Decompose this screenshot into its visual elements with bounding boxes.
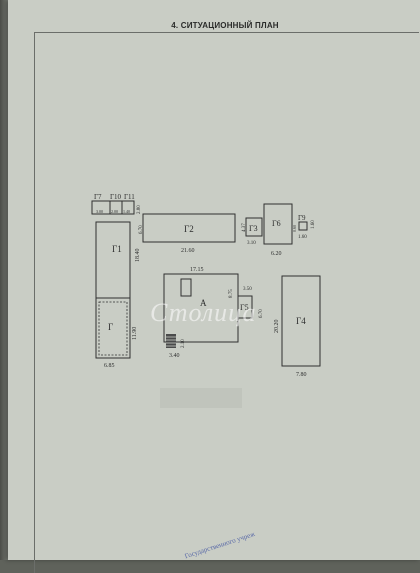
label-a: А (200, 298, 207, 308)
label-g6: Г6 (272, 219, 281, 228)
label-g7: Г7 (94, 193, 102, 201)
dim-stair-width: 3.40 (169, 353, 180, 359)
dim-g4-height: 20.20 (274, 320, 280, 334)
dim-g4-width: 7.80 (296, 372, 307, 378)
dim-g11-height: 2.80 (137, 205, 142, 214)
redacted-block (160, 388, 242, 408)
label-g1: Г1 (112, 244, 122, 254)
building-g5 (237, 295, 253, 319)
building-g1 (95, 221, 131, 359)
dim-stair-height: 2.10 (181, 339, 186, 348)
dim-g2-width: 21.60 (181, 248, 195, 254)
dim-g9-width: 1.60 (298, 235, 307, 240)
label-g5: Г5 (240, 303, 249, 312)
label-g4: Г4 (296, 316, 306, 326)
dim-g-height: 11.90 (132, 327, 138, 340)
dim-g5-height: 6.70 (259, 309, 264, 318)
dim-g9-height-1: 0.60 (292, 225, 297, 232)
dim-g1-height: 18.40 (135, 249, 141, 263)
building-g6 (263, 203, 293, 245)
page-frame (34, 32, 419, 573)
building-g2 (142, 213, 236, 243)
label-g: Г (108, 322, 113, 332)
binder-edge (0, 0, 8, 560)
building-g (98, 301, 128, 356)
label-g10: Г10 (110, 193, 122, 201)
stairs (166, 334, 176, 348)
stairs-steps (166, 336, 176, 347)
dim-a-width: 17.15 (190, 267, 204, 273)
dim-g10-width: 2.00 (111, 209, 118, 214)
dim-g7-width: 3.00 (96, 209, 103, 214)
label-g11: Г11 (124, 193, 135, 201)
label-g2: Г2 (184, 224, 194, 234)
label-g3: Г3 (249, 224, 258, 233)
dim-a-extension-height: 3.50 (243, 287, 252, 292)
building-g4 (281, 275, 321, 367)
building-g7-g10-g11 (91, 200, 135, 215)
situational-plan: Г7 Г10 Г11 3.00 2.00 1.40 2.80 Г1 Г 18.4… (91, 193, 321, 378)
dim-g3-width: 3.10 (247, 241, 256, 246)
watermark: Столица (150, 298, 290, 328)
building-g9 (298, 221, 308, 231)
dim-a-right-height: 8.75 (229, 289, 234, 298)
dim-g11-width: 1.40 (123, 209, 130, 214)
dim-g2-height: 6.70 (139, 225, 144, 234)
plan-title: 4. СИТУАЦИОННЫЙ ПЛАН (171, 21, 279, 30)
label-g9: Г9 (298, 214, 306, 222)
dim-g1-width: 6.85 (104, 363, 115, 369)
building-g3 (245, 217, 263, 237)
dim-g6-width: 6.20 (271, 251, 282, 257)
building-a-extension (180, 278, 192, 297)
watermark-text: Столица (150, 298, 257, 327)
dim-g3-height: 4.37 (242, 223, 247, 232)
dim-g9-height-2: 1.60 (311, 220, 316, 229)
document-sheet (8, 0, 420, 560)
